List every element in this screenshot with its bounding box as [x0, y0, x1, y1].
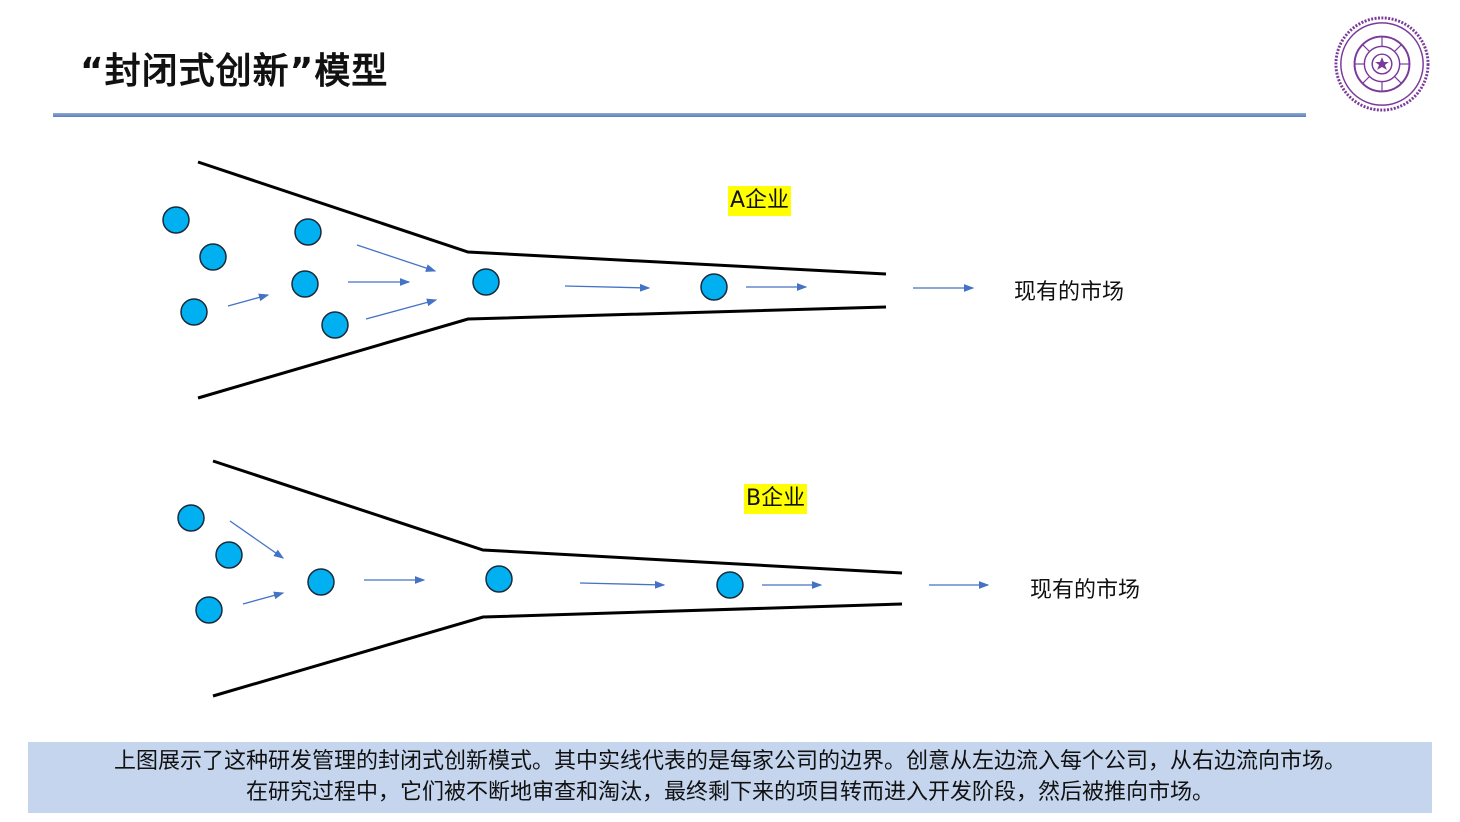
funnel-a — [197, 160, 887, 400]
page-title: “封闭式创新”模型 — [80, 51, 389, 92]
caption-line-2: 在研究过程中，它们被不断地审查和淘汰，最终剩下来的项目转而进入开发阶段，然后被推… — [245, 780, 1214, 805]
idea-circles-b — [177, 504, 744, 624]
caption-box: 上图展示了这种研发管理的封闭式创新模式。其中实线代表的是每家公司的边界。创意从左… — [28, 742, 1432, 813]
market-label-a: 现有的市场 — [1014, 280, 1125, 305]
idea-circles-a — [162, 206, 728, 339]
flow-arrows-b — [229, 520, 990, 605]
funnel-b — [212, 459, 903, 698]
closed-innovation-diagram — [162, 160, 990, 698]
tsinghua-logo — [1334, 16, 1430, 112]
title-divider — [53, 113, 1306, 117]
market-label-b: 现有的市场 — [1030, 578, 1141, 603]
company-a-label: A企业 — [728, 186, 792, 216]
company-b-label: B企业 — [744, 484, 808, 514]
caption-line-1: 上图展示了这种研发管理的封闭式创新模式。其中实线代表的是每家公司的边界。创意从左… — [113, 749, 1346, 774]
flow-arrows-a — [227, 244, 975, 320]
